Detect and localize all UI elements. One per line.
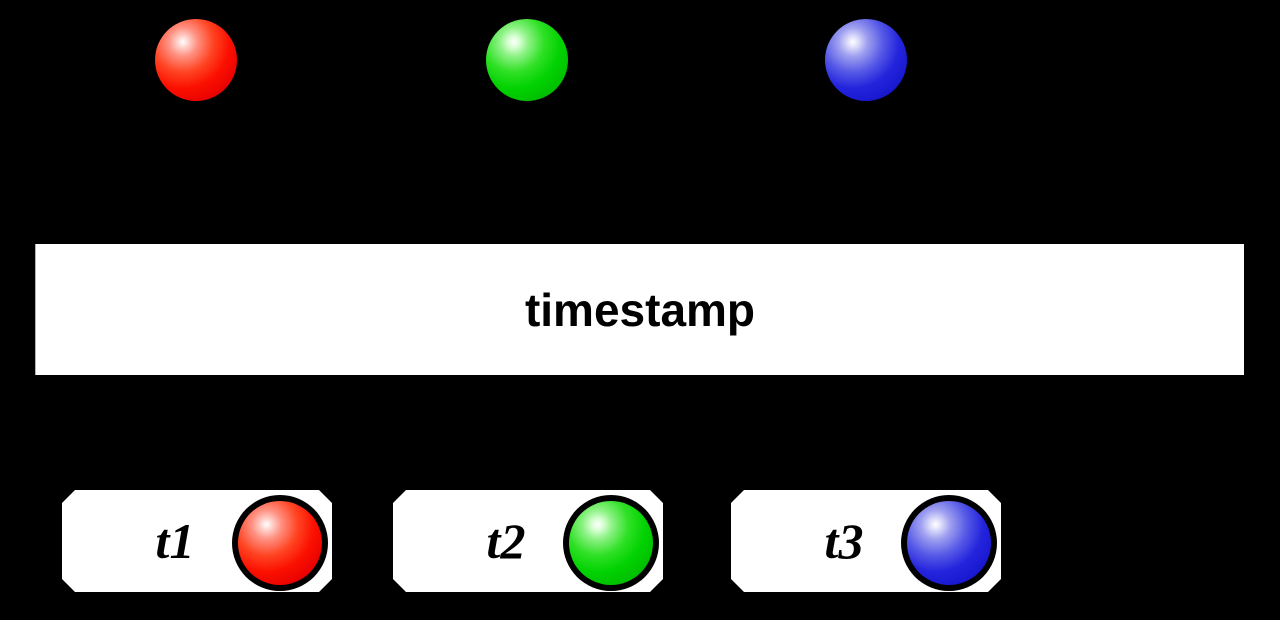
legend-sphere-red-icon	[155, 19, 237, 101]
timestep-sphere-ring-t2	[563, 495, 659, 591]
timestep-sphere-green-icon	[569, 501, 653, 585]
timestamp-label: timestamp	[524, 283, 756, 336]
timestep-card-t2[interactable]: t2	[393, 490, 663, 592]
timestamp-band: timestamp	[35, 244, 1244, 375]
timestep-label-t1: t1	[155, 513, 195, 569]
timestep-label-t3: t3	[824, 513, 864, 569]
timestep-sphere-red-icon	[238, 501, 322, 585]
legend-sphere-green-icon	[486, 19, 568, 101]
timestep-sphere-ring-t3	[901, 495, 997, 591]
timestep-sphere-blue-icon	[907, 501, 991, 585]
timestep-card-t3[interactable]: t3	[731, 490, 1001, 592]
legend-sphere-blue-icon	[825, 19, 907, 101]
timestep-card-t1[interactable]: t1	[62, 490, 332, 592]
timestep-sphere-ring-t1	[232, 495, 328, 591]
timestep-label-t2: t2	[486, 513, 526, 569]
